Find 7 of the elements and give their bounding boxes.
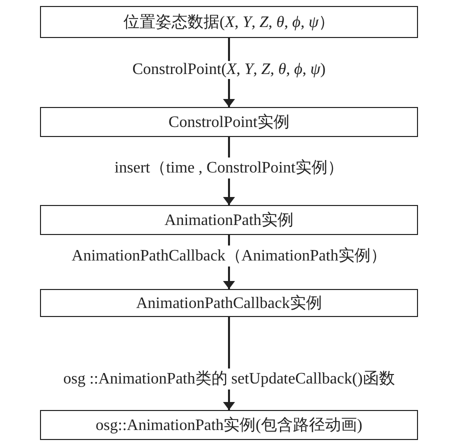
process-box: AnimationPathCallback实例 [40, 289, 418, 317]
edge-label: osg ::AnimationPath类的 setUpdateCallback()函数 [61, 368, 397, 390]
process-box: ConstrolPoint实例 [40, 107, 418, 137]
edge-label: ConstrolPoint(X, Y, Z, θ, ϕ, ψ) [130, 61, 328, 79]
process-box: 位置姿态数据(X, Y, Z, θ, ϕ, ψ） [40, 6, 418, 38]
process-box: AnimationPath实例 [40, 205, 418, 235]
process-box: osg::AnimationPath实例(包含路径动画) [40, 410, 418, 440]
